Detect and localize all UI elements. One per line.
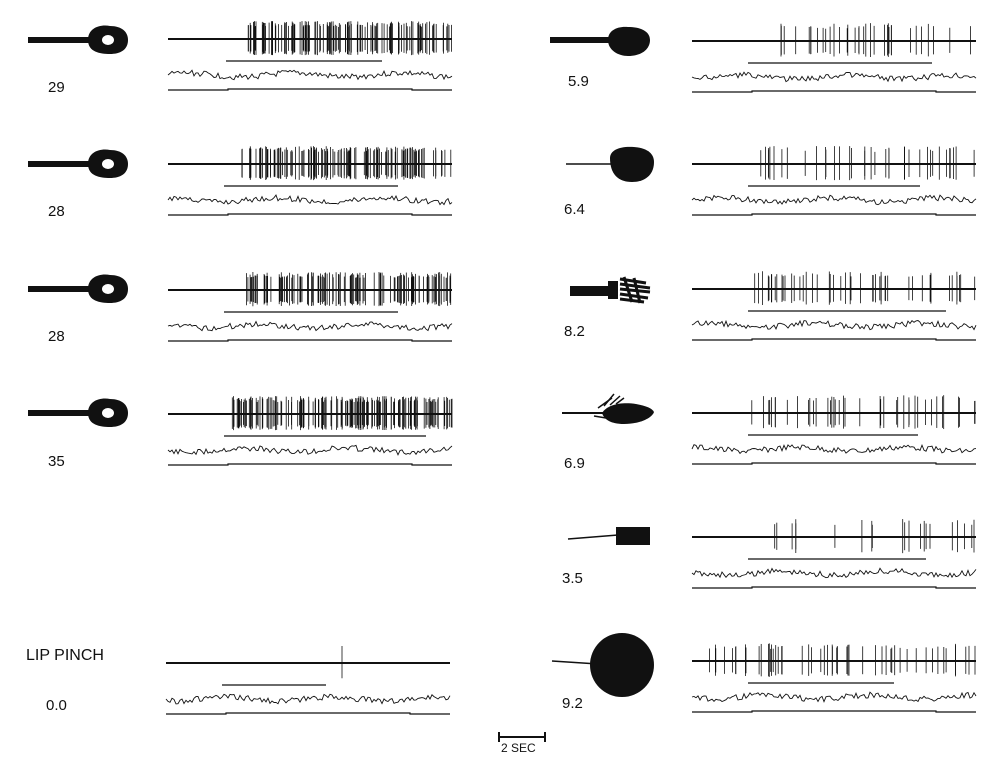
scale-bar-label: 2 SEC [501, 741, 536, 755]
lip-pinch-label: LIP PINCH [26, 647, 104, 664]
brush-loop-icon [28, 25, 128, 54]
monitor-baseline [166, 712, 450, 715]
time-scale-bar: 2 SEC [498, 732, 546, 755]
monitor-baseline [692, 710, 976, 713]
analog-trace [691, 319, 977, 331]
row-value-label: 3.5 [562, 570, 583, 587]
trace-panel [691, 146, 977, 216]
trace-panel [691, 395, 977, 465]
stimulus-row-2: 28 [28, 149, 128, 220]
stimulus-row-6: 5.9 [550, 26, 650, 90]
brush-loop-icon [28, 398, 128, 427]
row-value-label: 9.2 [562, 695, 583, 712]
trace-panel [691, 271, 977, 341]
stimulus-row-1: 29 [28, 25, 128, 96]
feather-icon [562, 393, 654, 424]
trace-panel [167, 146, 453, 216]
analog-trace [691, 71, 977, 83]
brush-loop-icon [28, 149, 128, 178]
row-value-label: 35 [48, 453, 65, 470]
recording-traces [165, 21, 977, 715]
stimulus-row-5: LIP PINCH 0.0 [26, 647, 104, 714]
monitor-baseline [692, 462, 976, 465]
trace-panel [167, 21, 453, 91]
analog-trace [691, 691, 977, 703]
brush-round-icon [550, 26, 650, 56]
analog-trace [165, 693, 451, 705]
analog-trace [167, 194, 453, 206]
trace-panel [691, 643, 977, 713]
trace-panel [691, 23, 977, 93]
disc-probe-icon [551, 633, 654, 697]
analog-trace [691, 443, 977, 455]
analog-trace [167, 444, 453, 456]
blob-icon [566, 146, 654, 182]
monitor-baseline [692, 213, 976, 216]
row-value-label: 5.9 [568, 73, 589, 90]
stimulus-row-8: 8.2 [564, 276, 651, 340]
stimulus-row-10: 3.5 [562, 527, 650, 587]
stimulus-row-9: 6.9 [562, 393, 654, 472]
monitor-baseline [168, 339, 452, 342]
stimulus-row-3: 28 [28, 274, 128, 345]
row-value-label: 29 [48, 79, 65, 96]
row-value-label: 6.4 [564, 201, 585, 218]
analog-trace [691, 194, 977, 206]
row-value-label: 8.2 [564, 323, 585, 340]
trace-panel [167, 396, 453, 466]
monitor-baseline [692, 586, 976, 589]
monitor-baseline [692, 338, 976, 341]
row-value-label: 28 [48, 203, 65, 220]
block-probe-icon [567, 527, 650, 545]
analog-trace [691, 567, 977, 579]
monitor-baseline [168, 213, 452, 216]
stimulus-row-11: 9.2 [551, 633, 654, 712]
monitor-baseline [168, 463, 452, 466]
trace-panel [691, 519, 977, 589]
brush-loop-icon [28, 274, 128, 303]
analog-trace [167, 69, 453, 81]
monitor-baseline [692, 90, 976, 93]
row-value-label: 6.9 [564, 455, 585, 472]
trace-panel [167, 272, 453, 342]
bristle-brush-icon [570, 276, 651, 304]
analog-trace [167, 320, 453, 332]
stimulus-row-7: 6.4 [564, 146, 654, 218]
row-value-label: 0.0 [46, 697, 67, 714]
trace-panel [165, 646, 451, 715]
row-value-label: 28 [48, 328, 65, 345]
monitor-baseline [168, 88, 452, 91]
stimulus-row-4: 35 [28, 398, 128, 470]
